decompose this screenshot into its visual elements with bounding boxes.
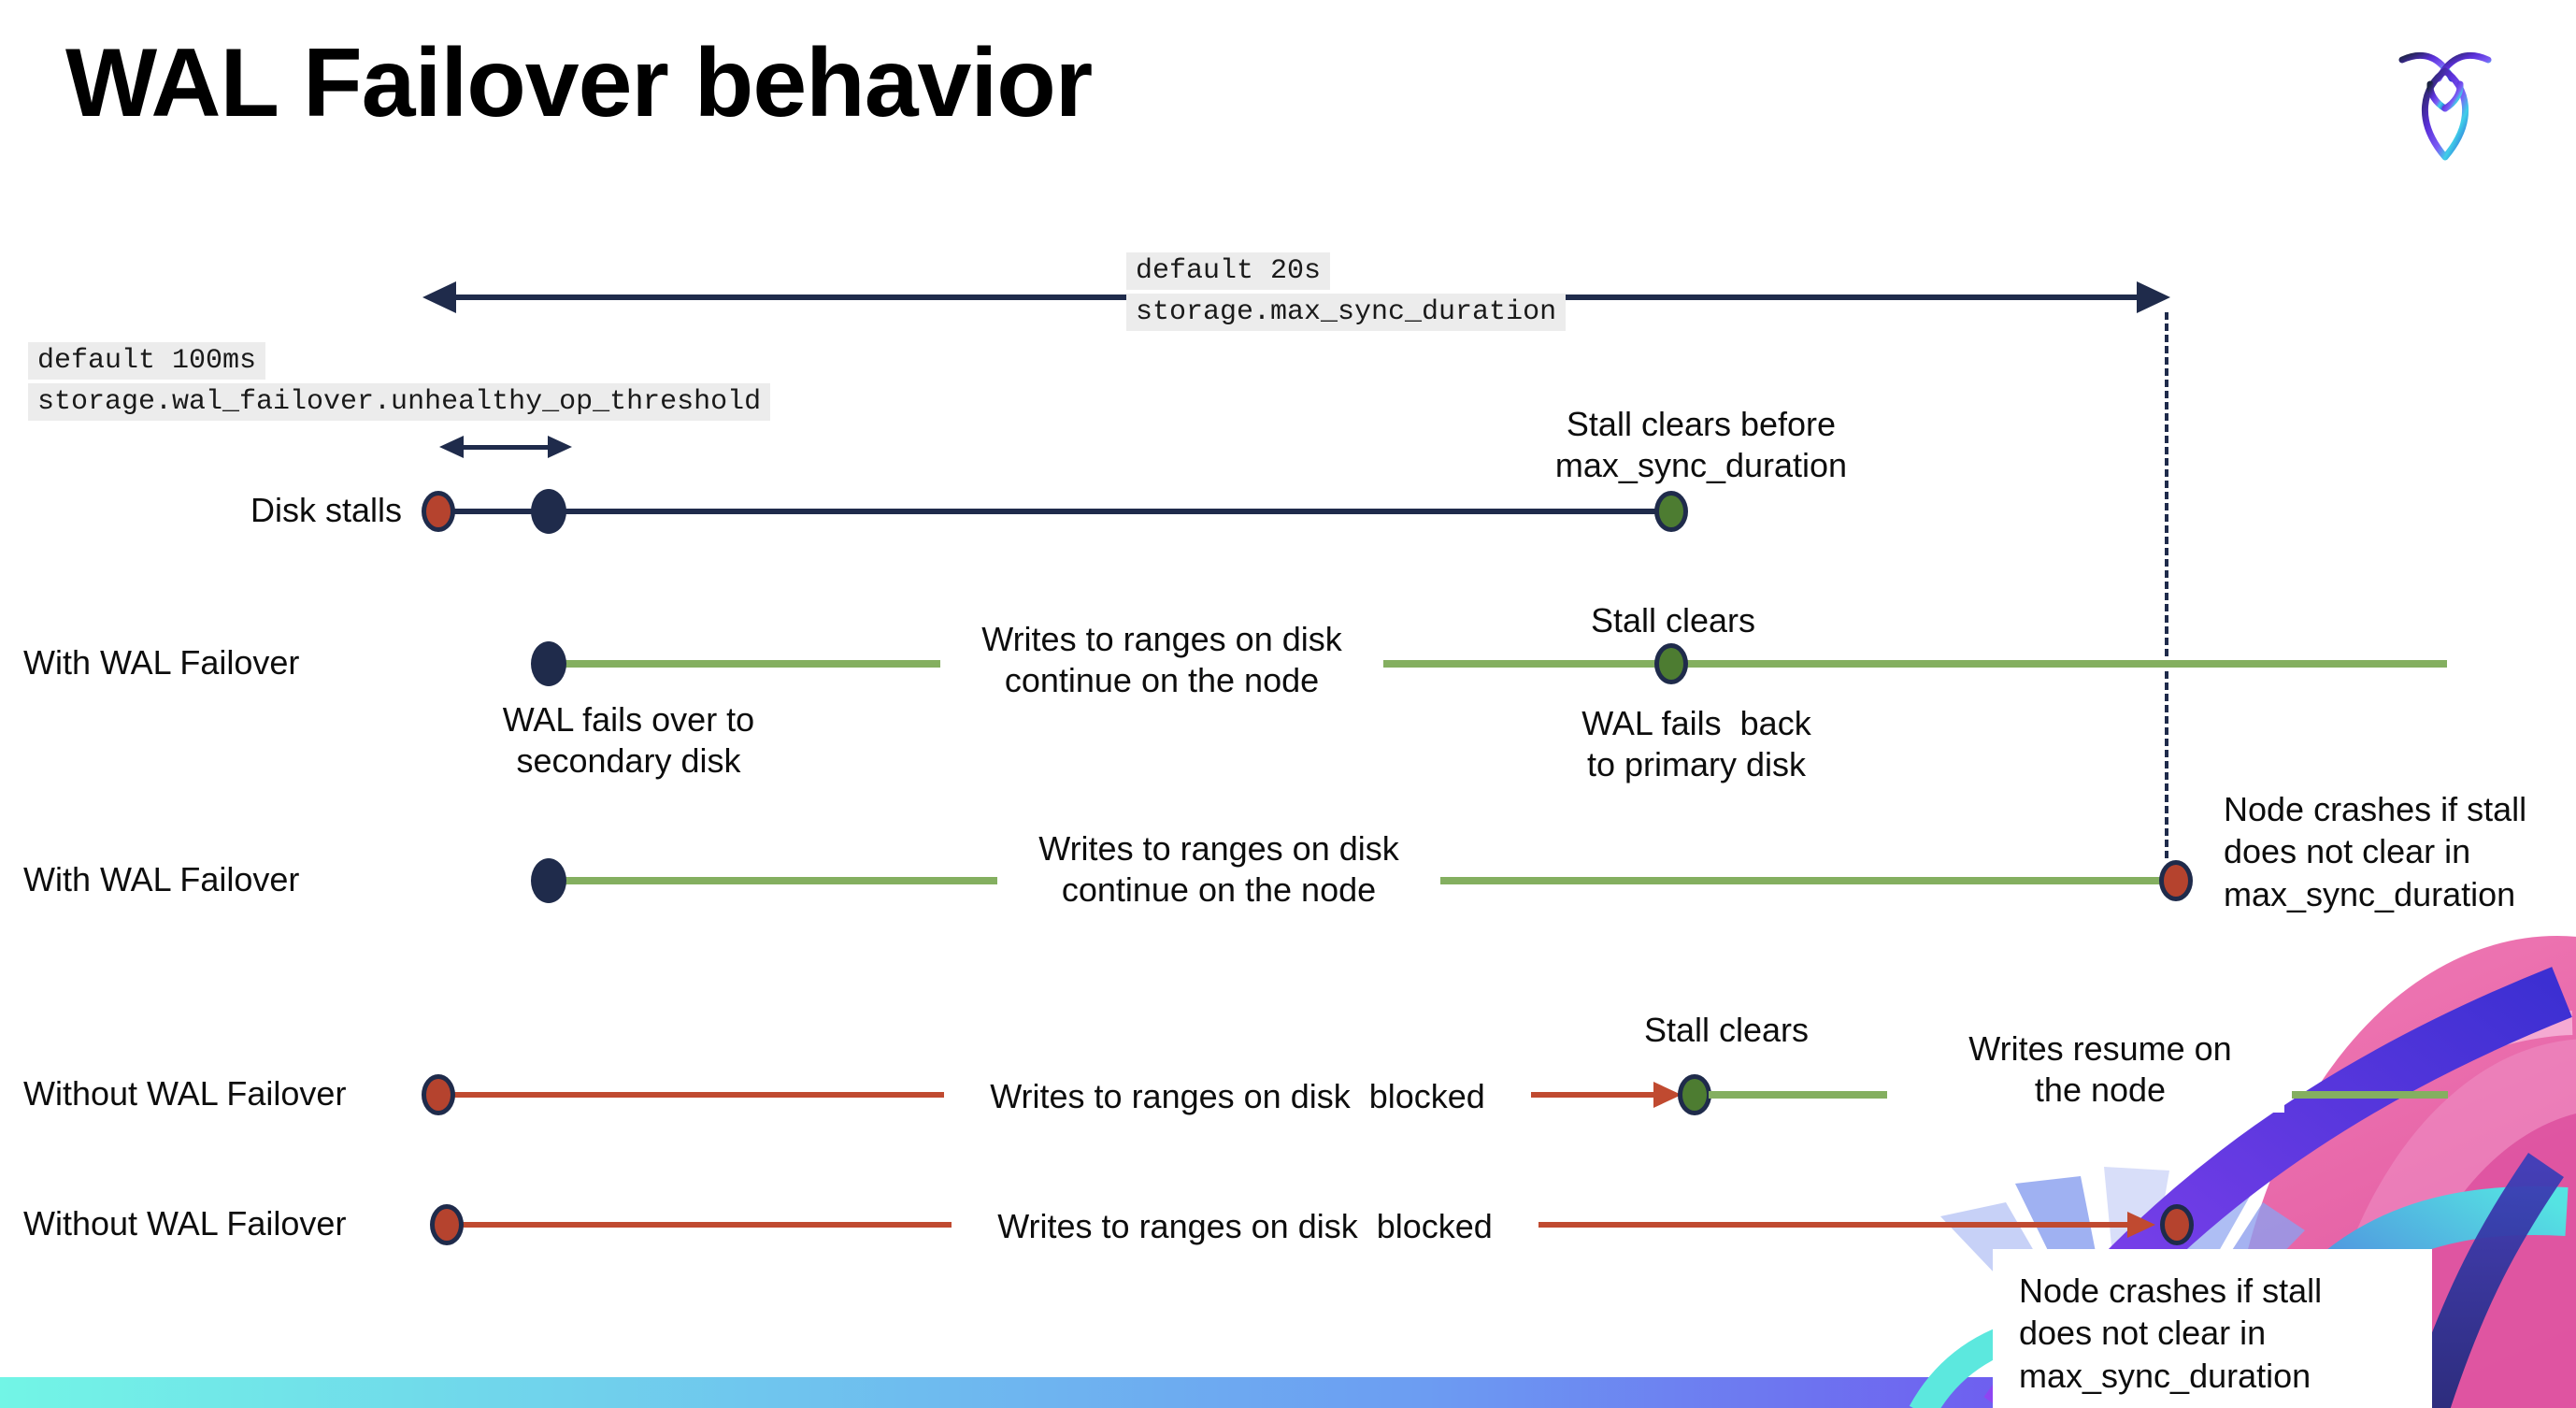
unhealthy-op-callout: default 100ms storage.wal_failover.unhea… xyxy=(28,342,771,424)
node-crash-dot xyxy=(2160,1204,2194,1245)
row-label: Without WAL Failover xyxy=(23,1074,347,1113)
row-label: With WAL Failover xyxy=(23,860,300,898)
stall-clears-note: Stall clears xyxy=(1643,1011,1810,1049)
stall-start-dot xyxy=(422,1074,455,1115)
stall-clear-dot xyxy=(1654,491,1688,532)
max-sync-setting-label: storage.max_sync_duration xyxy=(1126,294,1567,331)
writes-blocked-note: Writes to ranges on disk blocked xyxy=(944,1074,1531,1119)
row-label: Disk stalls xyxy=(250,491,402,529)
page-title: WAL Failover behavior xyxy=(65,29,1093,137)
writes-continue-line xyxy=(561,660,2447,668)
row-label: Without WAL Failover xyxy=(23,1204,347,1243)
arrowhead-left-icon xyxy=(422,281,456,313)
writes-blocked-note: Writes to ranges on disk blocked xyxy=(952,1204,1538,1249)
red-arrowhead-icon xyxy=(1653,1082,1682,1108)
stall-start-dot xyxy=(422,491,455,532)
writes-continue-note: Writes to ranges on disk continue on the… xyxy=(997,826,1440,912)
failover-trigger-dot xyxy=(531,489,566,534)
stall-clear-dot xyxy=(1654,643,1688,684)
small-arrowhead-left-icon xyxy=(439,436,464,458)
red-arrowhead-icon xyxy=(2127,1212,2155,1238)
max-sync-default-label: default 20s xyxy=(1126,252,1331,290)
failover-secondary-note: WAL fails over to secondary disk xyxy=(502,700,755,780)
node-crash-dot xyxy=(2159,860,2193,901)
stall-clears-note: Stall clears xyxy=(1590,601,1756,639)
writes-continue-note: Writes to ranges on disk continue on the… xyxy=(940,617,1383,703)
arrowhead-right-icon xyxy=(2137,281,2170,313)
writes-resume-note: Writes resume on the node xyxy=(1916,1027,2284,1113)
max-sync-callout: default 20s storage.max_sync_duration xyxy=(1126,252,1567,335)
max-sync-deadline-dashed-line xyxy=(2165,312,2168,858)
unhealthy-op-setting-label: storage.wal_failover.unhealthy_op_thresh… xyxy=(28,383,771,421)
unhealthy-op-default-label: default 100ms xyxy=(28,342,266,380)
node-crash-box: Node crashes if stall does not clear in … xyxy=(1993,1249,2432,1408)
stall-timeline-line xyxy=(438,509,1671,514)
small-arrowhead-right-icon xyxy=(548,436,572,458)
writes-resume-line-tail xyxy=(2292,1091,2448,1099)
stall-clears-before-note: Stall clears before max_sync_duration xyxy=(1554,405,1848,484)
row-label: With WAL Failover xyxy=(23,643,300,682)
threshold-span-line xyxy=(462,445,548,450)
stall-clear-dot xyxy=(1678,1074,1711,1115)
writes-resume-line xyxy=(1709,1091,1887,1099)
failover-dot xyxy=(531,858,566,903)
stall-start-dot xyxy=(430,1204,464,1245)
node-crash-note: Node crashes if stall does not clear in … xyxy=(2224,790,2527,913)
failback-primary-note: WAL fails back to primary disk xyxy=(1581,704,1811,783)
cockroachdb-logo-icon xyxy=(2398,51,2492,161)
failover-dot xyxy=(531,641,566,686)
